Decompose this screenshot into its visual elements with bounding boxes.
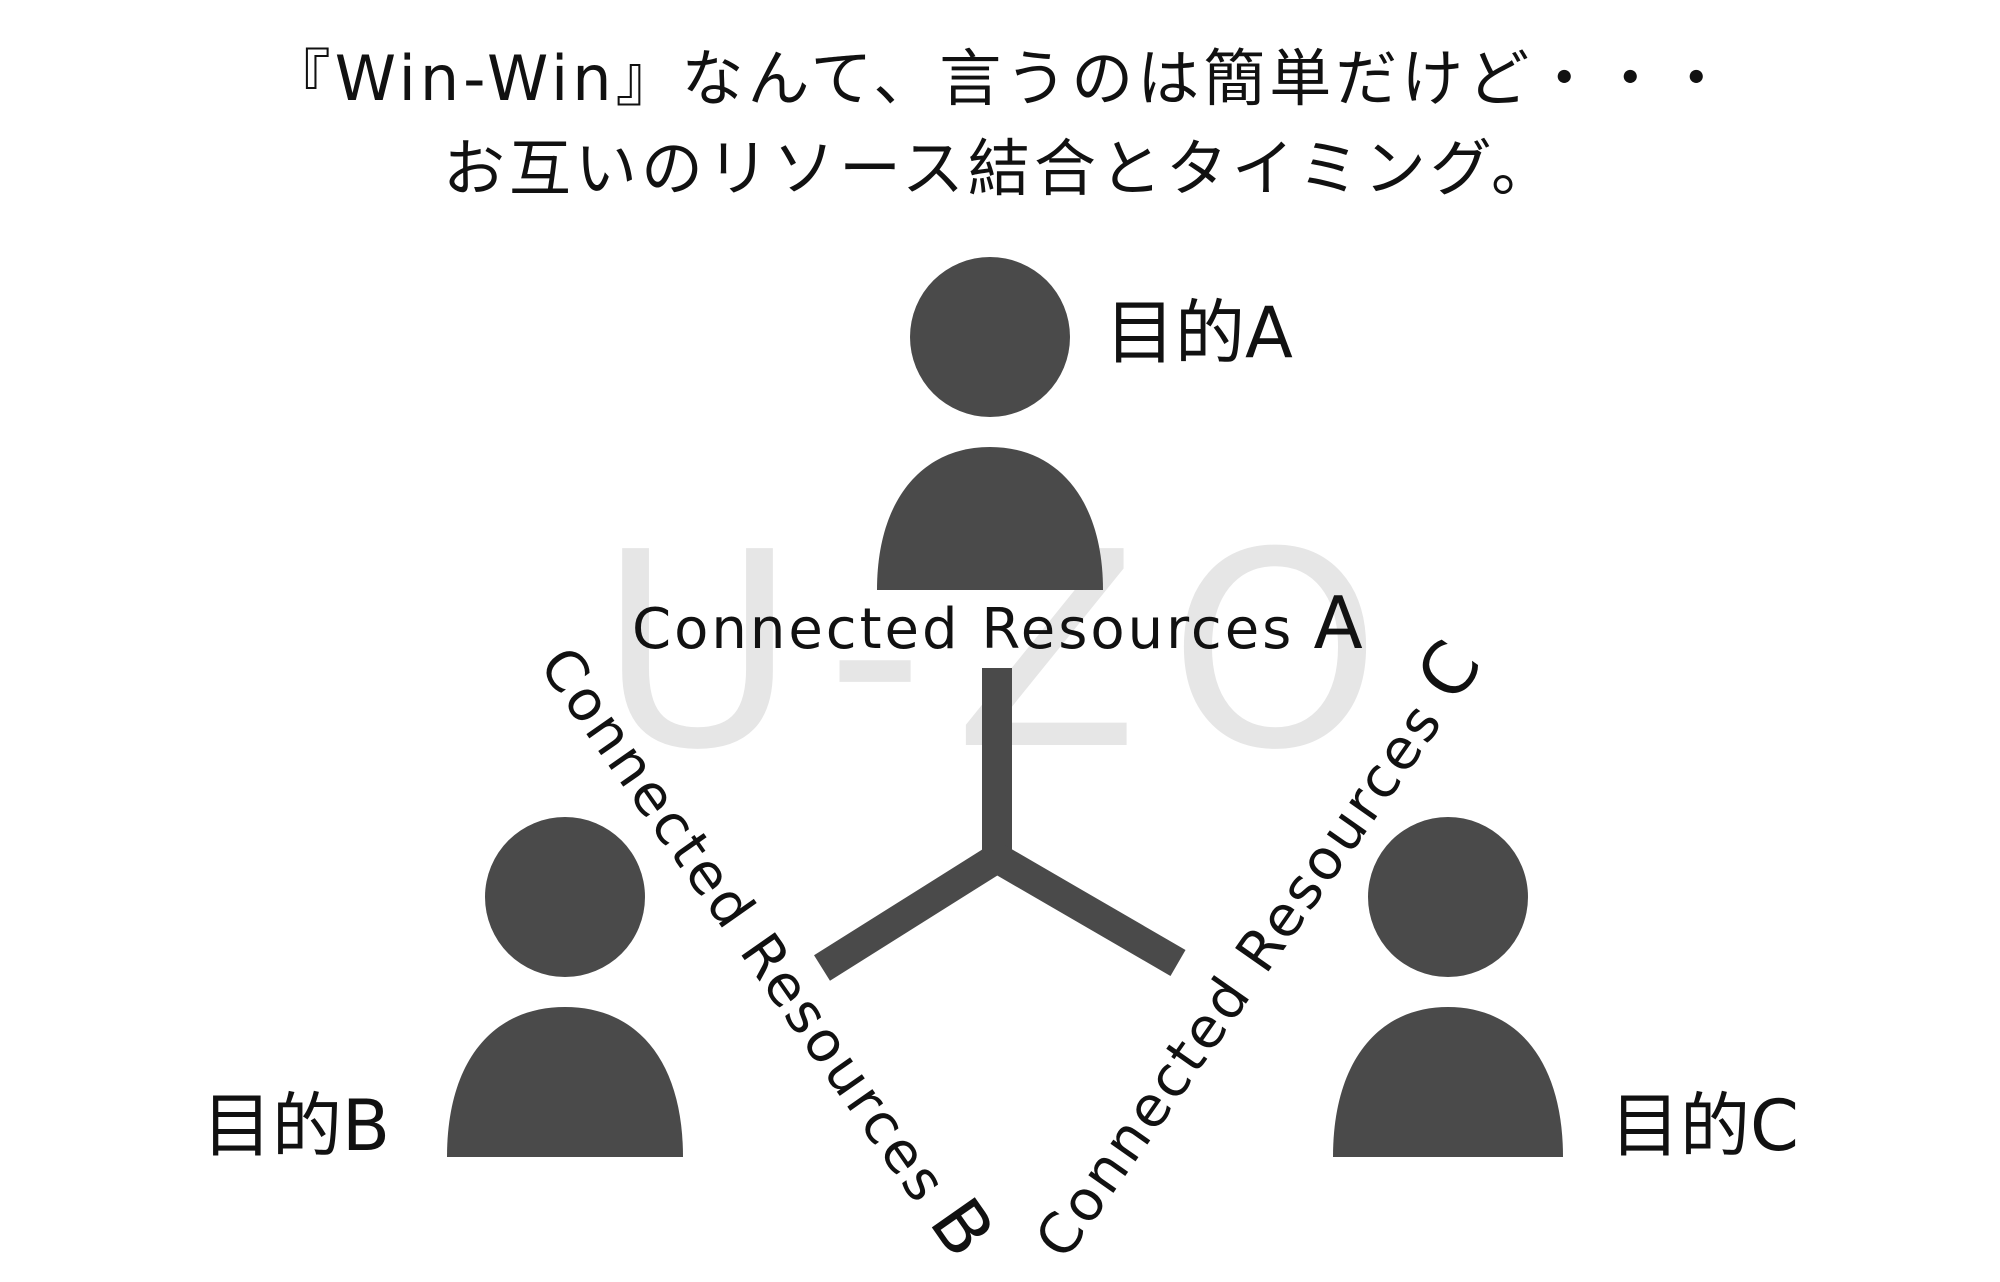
person-a: 目的A xyxy=(877,257,1293,590)
goal-label-b: 目的B xyxy=(202,1085,390,1167)
resource-label-a: Connected Resources A xyxy=(632,581,1363,665)
resource-a-letter: A xyxy=(1313,581,1362,665)
connector-branch-right xyxy=(989,845,1186,976)
goal-label-c: 目的C xyxy=(1610,1085,1799,1167)
person-c-body xyxy=(1333,1007,1563,1157)
person-c: 目的C xyxy=(1333,817,1799,1167)
person-b-icon xyxy=(447,817,683,1157)
person-c-icon xyxy=(1333,817,1563,1157)
person-a-head xyxy=(910,257,1070,417)
title-line-1: 『Win-Win』なんて、言うのは簡単だけど・・・ xyxy=(268,42,1732,115)
person-b-body xyxy=(447,1007,683,1157)
person-a-body xyxy=(877,447,1103,590)
three-way-connector xyxy=(814,668,1186,981)
goal-label-a: 目的A xyxy=(1105,292,1293,374)
person-a-icon xyxy=(877,257,1103,590)
person-b-head xyxy=(485,817,645,977)
connector-branch-left xyxy=(814,845,1005,981)
title-line-2: お互いのリソース結合とタイミング。 xyxy=(443,132,1557,205)
person-b: 目的B xyxy=(202,817,683,1167)
resource-a-text: Connected Resources xyxy=(632,597,1294,662)
person-c-head xyxy=(1368,817,1528,977)
